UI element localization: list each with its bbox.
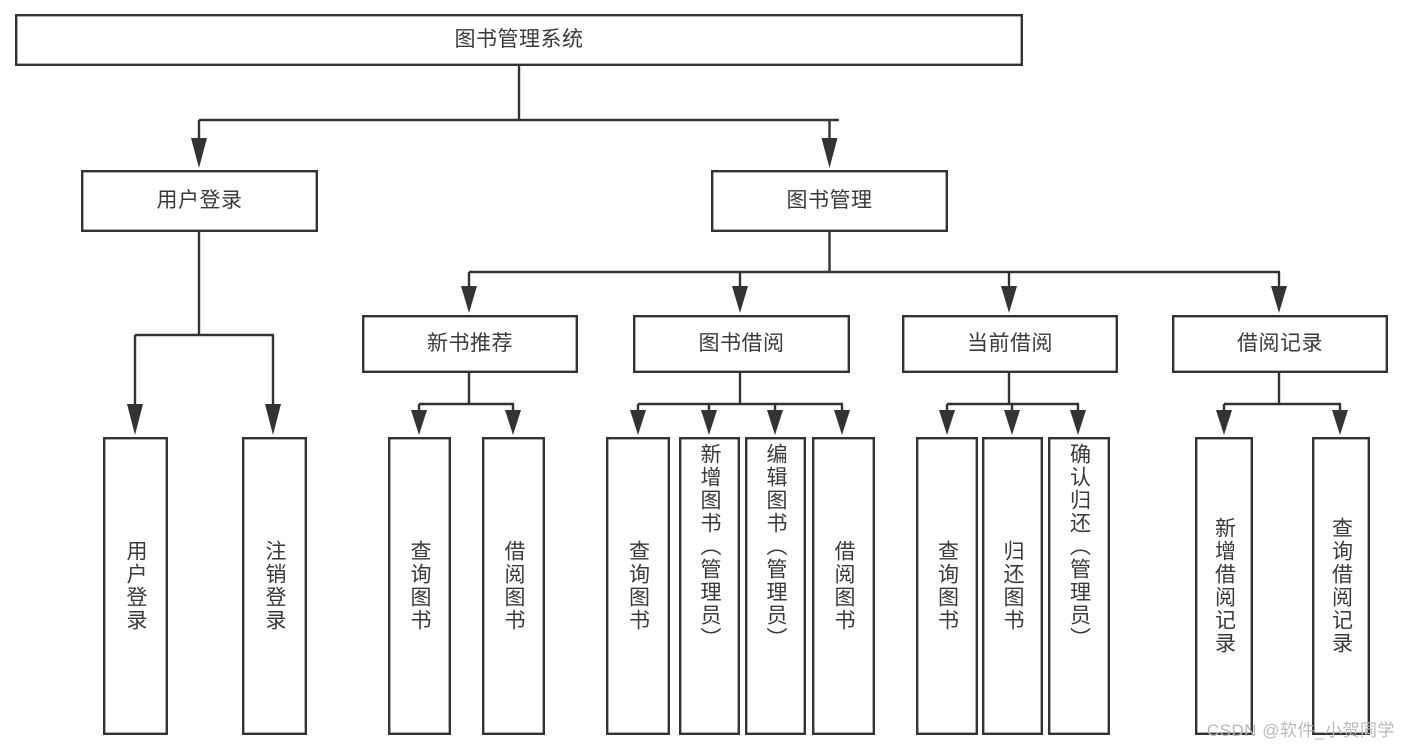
connector-new-book-recommend-to-leaves [411, 373, 521, 435]
leaf-node-box-return-book[interactable] [982, 437, 1044, 736]
level1-node-box-book-management[interactable] [711, 169, 949, 232]
leaf-node-box-borrow-book-1[interactable] [482, 437, 546, 736]
level1-node-box-user-login[interactable] [80, 169, 319, 232]
leaf-node-box-add-book-admin[interactable] [679, 437, 741, 736]
leaf-node-box-query-book-1[interactable] [388, 437, 452, 736]
leaf-node-box-query-borrow-record[interactable] [1311, 437, 1370, 736]
leaf-node-box-edit-book-admin[interactable] [745, 437, 807, 736]
connector-user-login-to-leaves [127, 232, 281, 435]
leaf-node-box-logout[interactable] [241, 437, 307, 736]
leaf-node-box-confirm-return-admin[interactable] [1047, 437, 1110, 736]
level2-node-box-borrow-record[interactable] [1171, 315, 1388, 374]
leaf-node-box-borrow-book-2[interactable] [812, 437, 876, 736]
level2-node-box-new-book-recommend[interactable] [362, 315, 579, 374]
connector-root-to-level1 [191, 66, 839, 168]
connector-borrow-record-to-leaves [1216, 373, 1348, 435]
leaf-node-box-query-book-2[interactable] [606, 437, 671, 736]
connector-book-borrow-to-leaves [630, 373, 850, 435]
level2-node-box-current-borrow[interactable] [902, 315, 1119, 374]
leaf-node-box-user-login[interactable] [102, 437, 168, 736]
leaf-node-box-query-book-3[interactable] [916, 437, 979, 736]
watermark-text: CSDN @软件_小贺同学 [1206, 721, 1395, 740]
connector-book-management-to-level2 [461, 232, 1287, 313]
root-node-box[interactable] [15, 13, 1023, 66]
level2-node-box-book-borrow[interactable] [633, 315, 851, 374]
connector-current-borrow-to-leaves [939, 373, 1086, 435]
leaf-node-box-add-borrow-record[interactable] [1194, 437, 1253, 736]
